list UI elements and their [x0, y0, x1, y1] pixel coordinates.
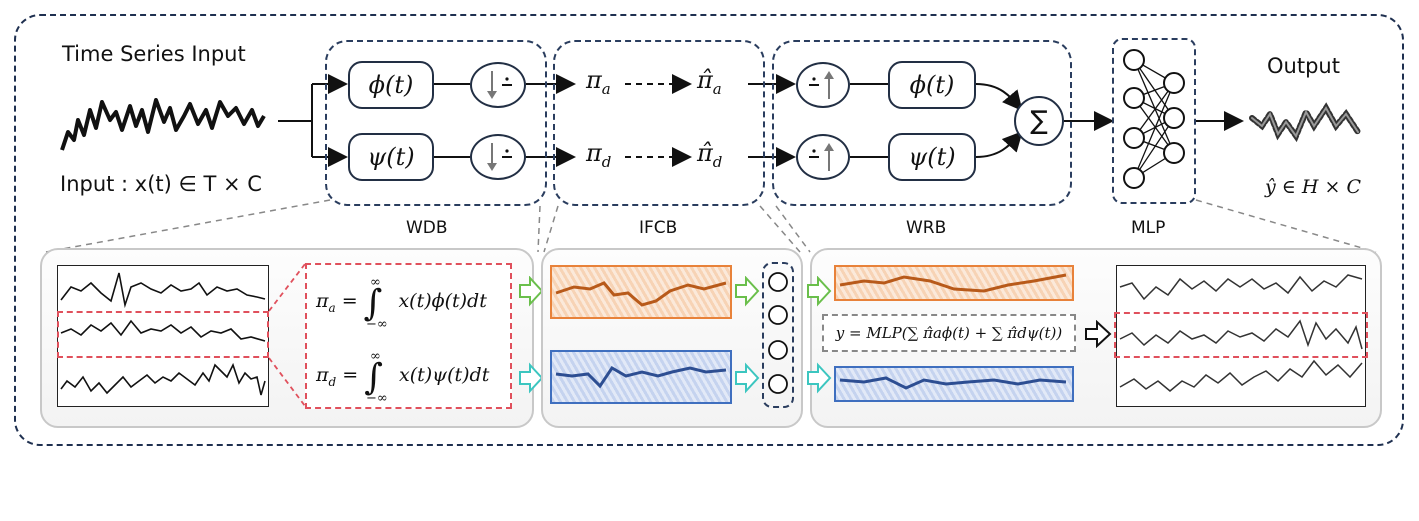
recon-detail-series	[839, 376, 1067, 390]
input-formula: Input : x(t) ∈ T × C	[60, 172, 262, 196]
pi-a-lower-limit: −∞	[366, 317, 388, 332]
ifcb-neuron-column	[762, 262, 794, 408]
input-series-graphic	[60, 98, 266, 151]
mlp-formula-text: y = MLP(∑ π̂aϕ(t) + ∑ π̂dψ(t))	[835, 324, 1063, 342]
selected-series-highlight	[57, 311, 269, 358]
pi-d-label: πd	[586, 139, 612, 171]
wrb-input-arrows	[807, 276, 832, 394]
approx-coeff-orange-block	[550, 265, 732, 319]
wrb-label: WRB	[906, 218, 947, 238]
ifcb-input-arrows	[519, 276, 544, 394]
wdb-psi-label: ψ(t)	[367, 143, 415, 171]
output-selected-highlight	[1114, 312, 1368, 358]
wrb-phi-label: ϕ(t)	[909, 71, 955, 99]
outer-frame	[14, 14, 1404, 446]
sum-icon: ∑	[1014, 96, 1064, 146]
pi-d-upper-limit: ∞	[370, 349, 381, 364]
time-series-input-title: Time Series Input	[62, 42, 246, 66]
ifcb-label: IFCB	[639, 218, 678, 238]
wdb-group	[325, 40, 547, 206]
pi-d-lower-limit: −∞	[366, 391, 388, 406]
downsample-icon-a	[470, 62, 526, 108]
pi-a-upper-limit: ∞	[370, 275, 381, 290]
downsample-icon-d	[470, 134, 526, 180]
zoom-red-guides	[269, 263, 305, 407]
mlp-reconstruction-formula: y = MLP(∑ π̂aϕ(t) + ∑ π̂dψ(t))	[822, 314, 1076, 352]
recon-approx-series	[839, 273, 1067, 293]
input-multiseries-lines	[60, 272, 266, 396]
to-output-arrow-icon	[1085, 320, 1112, 348]
sum-symbol: ∑	[1030, 106, 1048, 136]
approx-coeff-series	[555, 281, 727, 307]
wrb-phi-box: ϕ(t)	[888, 61, 976, 109]
output-series-graphic	[1249, 102, 1361, 143]
wdb-label: WDB	[406, 218, 448, 238]
wdb-phi-label: ϕ(t)	[368, 71, 414, 99]
detail-coeff-blue-block	[550, 350, 732, 404]
wrb-psi-box: ψ(t)	[888, 133, 976, 181]
wrb-psi-label: ψ(t)	[908, 143, 956, 171]
ifcb-mid-arrows	[735, 276, 760, 394]
wdb-phi-box: ϕ(t)	[348, 61, 434, 109]
pi-a-formula: πa = ∫ ∞ −∞ x(t)ϕ(t)dt	[316, 275, 487, 332]
output-formula-text: ŷ ∈ H × C	[1265, 176, 1361, 198]
mlp-group	[1112, 38, 1196, 204]
mlp-label: MLP	[1131, 218, 1166, 238]
upsample-icon-d	[796, 134, 850, 180]
pi-d-hat-label: π̂d	[697, 139, 723, 171]
wdb-psi-box: ψ(t)	[348, 133, 434, 181]
output-multiseries-lines	[1119, 274, 1363, 392]
pi-a-label: πa	[586, 66, 611, 98]
input-multiseries-plot	[57, 265, 269, 407]
ifcb-group	[553, 40, 765, 206]
ifcb-neuron-icons	[768, 272, 788, 394]
pi-d-formula: πd = ∫ ∞ −∞ x(t)ψ(t)dt	[316, 349, 490, 406]
mlp-network-icon	[1123, 49, 1185, 189]
projection-formula-box	[305, 263, 512, 409]
wrb-group	[772, 40, 1072, 206]
upsample-icon-a	[796, 62, 850, 108]
output-formula: ŷ ∈ H × C	[1265, 176, 1361, 198]
output-title: Output	[1267, 54, 1340, 78]
detail-coeff-series	[555, 366, 727, 389]
pi-a-hat-label: π̂a	[697, 66, 722, 98]
